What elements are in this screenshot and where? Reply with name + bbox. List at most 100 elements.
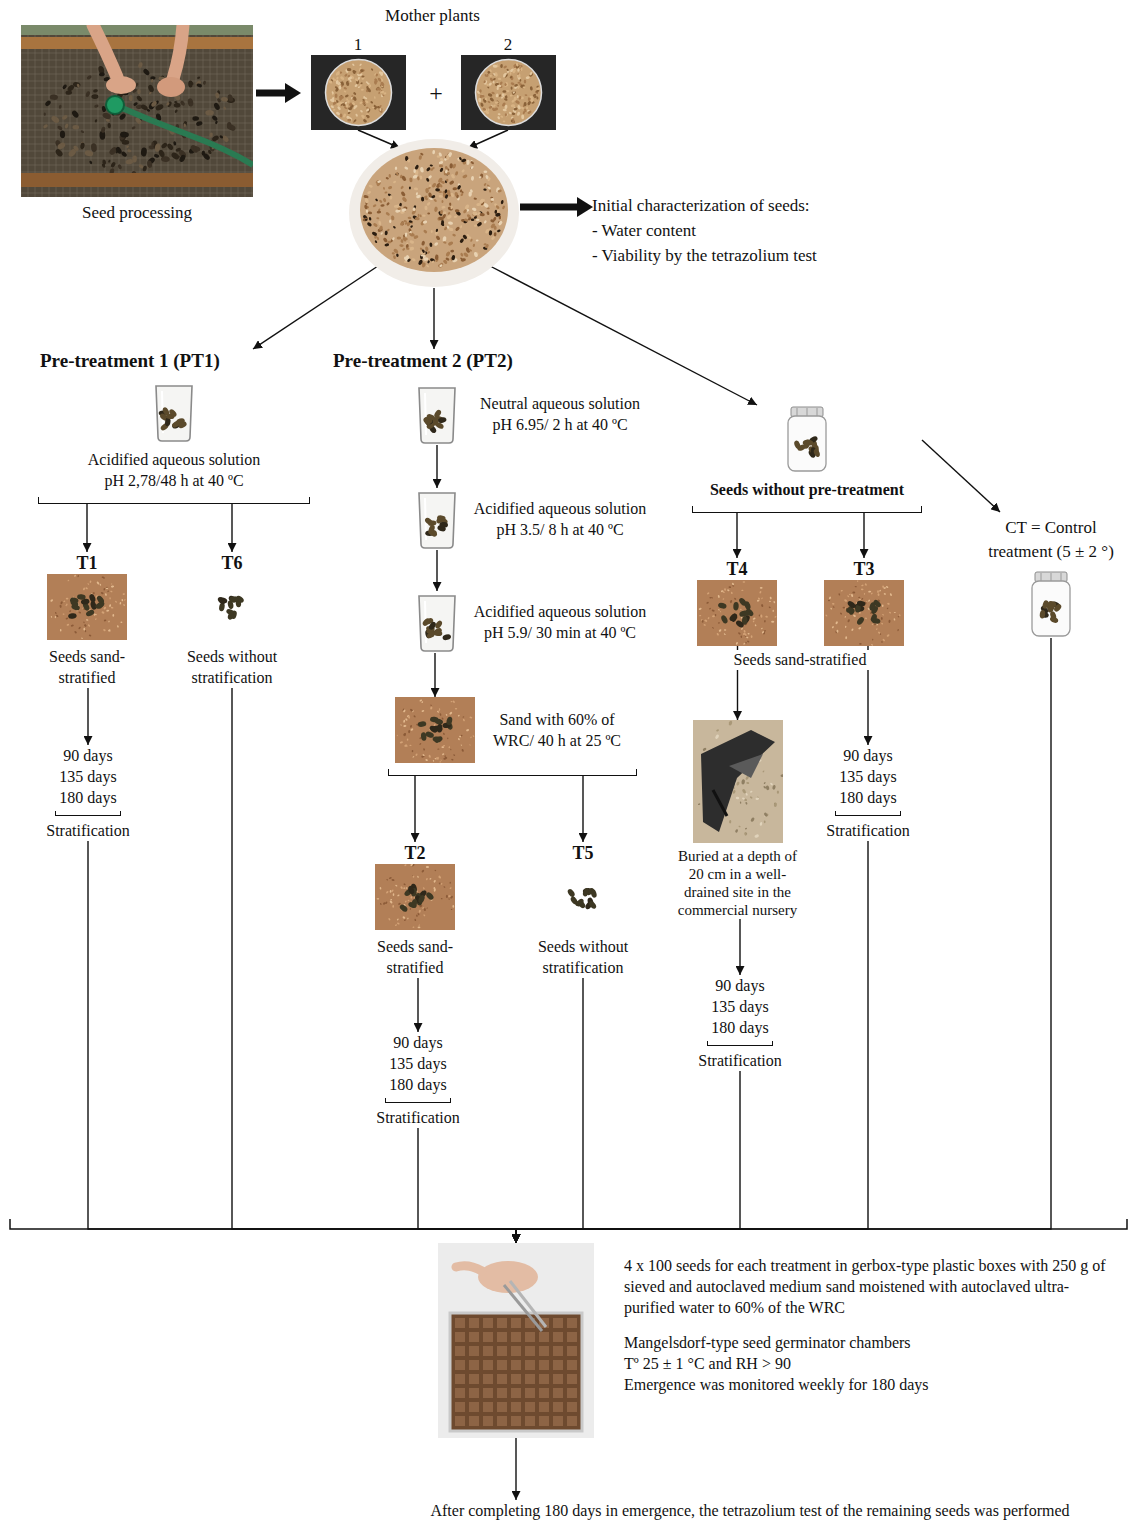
picture-part <box>441 898 443 899</box>
picture-part <box>450 749 452 751</box>
picture-part <box>403 887 405 889</box>
picture-part <box>496 87 498 90</box>
picture-part <box>346 68 351 71</box>
node-text: 90 days 135 days 180 days <box>55 745 121 808</box>
picture-part <box>736 642 739 645</box>
picture-part <box>179 100 185 107</box>
flow-arrow <box>436 445 437 488</box>
sand-tray-picture <box>395 697 475 763</box>
picture-part <box>861 584 864 586</box>
picture-part <box>391 879 394 881</box>
picture-part <box>469 189 473 193</box>
picture-part <box>421 240 426 246</box>
picture-part <box>444 755 446 757</box>
picture-part <box>62 84 68 90</box>
picture-part <box>434 718 444 726</box>
picture-part <box>455 1416 465 1426</box>
picture-part <box>728 720 733 726</box>
picture-part <box>503 98 507 102</box>
picture-part <box>838 593 840 596</box>
picture-part <box>105 586 108 589</box>
picture-part <box>426 177 430 182</box>
picture-part <box>82 587 85 590</box>
picture-part <box>147 160 153 168</box>
flow-arrow <box>418 1128 516 1243</box>
picture-part <box>124 599 126 601</box>
picture-part <box>59 605 62 609</box>
picture-part <box>395 166 397 170</box>
picture-part <box>439 877 441 879</box>
picture-part <box>746 782 749 784</box>
picture-part <box>497 77 501 80</box>
control-treatment: CT = Control treatment (5 ± 2 °) <box>975 512 1127 638</box>
node-text: Neutral aqueous solution pH 6.95/ 2 h at… <box>470 393 650 435</box>
picture-part <box>445 714 447 716</box>
picture-part <box>470 161 474 165</box>
picture-part <box>469 1402 479 1412</box>
picture-part <box>399 903 409 913</box>
flow-arrow <box>436 550 437 591</box>
period-bracket <box>385 1098 451 1103</box>
part-group: 4 x 100 seeds for each treatment in gerb… <box>438 1243 1118 1438</box>
picture-part <box>861 598 863 601</box>
picture-part <box>111 585 114 587</box>
picture-part <box>523 108 527 112</box>
picture-part <box>413 875 415 877</box>
picture-holder <box>37 574 137 640</box>
picture-part <box>439 264 443 268</box>
picture-part <box>410 708 414 712</box>
picture-part <box>476 221 482 227</box>
picture-part <box>764 630 766 632</box>
picture-part <box>89 634 92 637</box>
picture-part <box>368 184 373 188</box>
picture-part <box>512 91 515 94</box>
picture-part <box>738 632 741 635</box>
picture-part <box>879 590 881 592</box>
picture-part <box>567 1360 577 1370</box>
picture-part <box>424 908 427 911</box>
picture-part <box>774 616 777 618</box>
picture-part <box>698 607 702 610</box>
node-text: After completing 180 days in emergence, … <box>380 1500 1120 1521</box>
picture-part <box>377 211 382 214</box>
picture-part <box>751 635 753 638</box>
flow-arrow <box>739 919 740 975</box>
picture-part <box>511 69 516 74</box>
picture-part <box>141 147 148 157</box>
picture-part <box>452 233 456 236</box>
picture-part <box>337 71 340 75</box>
period-bracket <box>707 1041 773 1046</box>
picture-part <box>525 1402 535 1412</box>
picture-part <box>229 595 239 603</box>
picture-part <box>354 84 358 88</box>
picture-part <box>94 119 97 123</box>
untreated-seeds: Seeds without pre-treatment <box>692 405 922 513</box>
seed-pile-picture <box>348 138 520 288</box>
picture-part <box>333 79 336 81</box>
picture-part <box>455 1388 465 1398</box>
picture-part <box>506 68 509 71</box>
node-text: Emergence was monitored weekly for 180 d… <box>624 1374 1114 1395</box>
picture-holder <box>412 591 462 653</box>
picture-part <box>421 701 423 703</box>
picture-part <box>479 198 485 204</box>
picture-part <box>89 580 91 583</box>
picture-part <box>149 91 153 95</box>
picture-part <box>469 1346 479 1356</box>
picture-part <box>420 167 425 173</box>
picture-part <box>407 738 409 741</box>
flow-arrow <box>468 130 508 148</box>
picture-part <box>846 607 855 613</box>
picture-part <box>426 878 428 881</box>
picture-part <box>115 146 123 155</box>
picture-part <box>432 736 441 743</box>
picture-part <box>50 599 54 603</box>
picture-part <box>567 1318 577 1328</box>
picture-part <box>444 259 447 264</box>
picture-part <box>408 730 410 733</box>
picture-part <box>410 225 413 229</box>
picture-part <box>475 60 541 126</box>
picture-part <box>523 102 526 106</box>
picture-part <box>497 229 501 232</box>
picture-part <box>718 609 720 611</box>
